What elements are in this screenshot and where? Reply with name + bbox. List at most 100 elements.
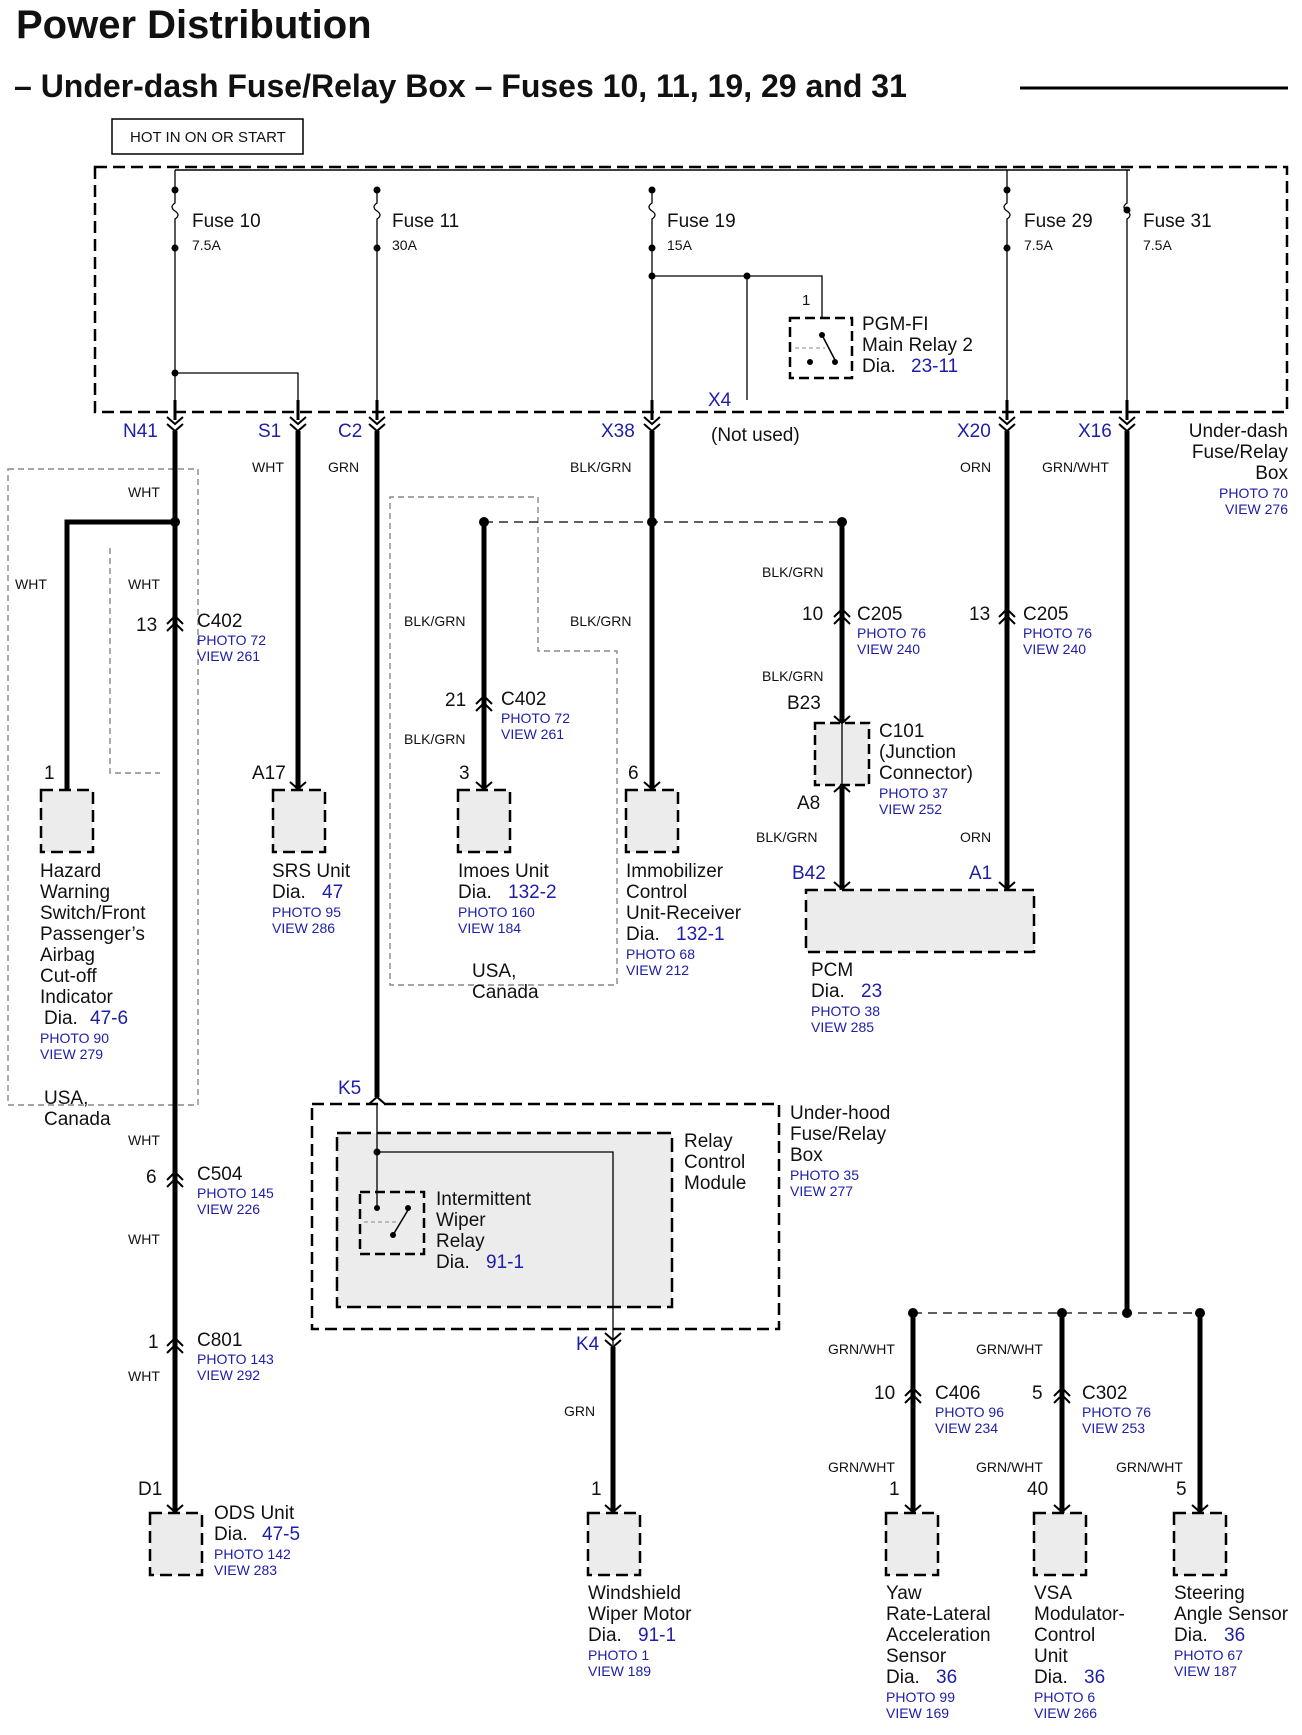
wc-yaw-b: GRN/WHT <box>828 1459 895 1475</box>
wc-imoes-a: BLK/GRN <box>404 613 465 629</box>
svg-text:Box: Box <box>790 1145 823 1166</box>
term-x38: X38 <box>601 421 635 442</box>
imoes-pin: 3 <box>459 763 470 784</box>
svg-text:PHOTO 142: PHOTO 142 <box>214 1546 291 1562</box>
svg-text:Rate-Lateral: Rate-Lateral <box>886 1604 991 1625</box>
fuse-10-label: Fuse 10 <box>192 211 261 232</box>
wc-x20-b: ORN <box>960 829 991 845</box>
rcm-line1: Relay <box>684 1131 733 1152</box>
svg-text:Control: Control <box>1034 1625 1095 1646</box>
wc-x16: GRN/WHT <box>1042 459 1109 475</box>
s1-branch <box>175 372 299 400</box>
term-c2: C2 <box>338 421 362 442</box>
yaw-label: Yaw Rate-Lateral Acceleration Sensor Dia… <box>886 1583 991 1721</box>
term-b23: B23 <box>787 693 821 714</box>
svg-text:Dia.: Dia. <box>1174 1625 1208 1646</box>
yaw-pin: 1 <box>889 1479 900 1500</box>
term-s1: S1 <box>258 421 281 442</box>
c101-view: VIEW 252 <box>879 801 942 817</box>
svg-text:Immobilizer: Immobilizer <box>626 861 724 882</box>
fuse-29-rating: 7.5A <box>1024 237 1053 253</box>
svg-text:Windshield: Windshield <box>588 1583 681 1604</box>
term-a1: A1 <box>969 863 992 884</box>
c205-13-photo: PHOTO 76 <box>1023 625 1092 641</box>
c205-10-name: C205 <box>857 604 902 625</box>
term-a8: A8 <box>797 793 820 814</box>
c402-21-pin: 21 <box>445 690 466 711</box>
svg-text:PHOTO 70: PHOTO 70 <box>1219 485 1288 501</box>
term-x4: X4 <box>708 390 732 411</box>
intermittent-wiper-relay <box>358 1190 426 1256</box>
svg-text:Control: Control <box>626 882 687 903</box>
supply-label-box <box>111 118 304 155</box>
term-a17: A17 <box>252 763 286 784</box>
wiper-relay-line1: Intermittent <box>436 1189 532 1210</box>
region-canada-1: Canada <box>44 1109 111 1130</box>
svg-text:PHOTO 67: PHOTO 67 <box>1174 1647 1243 1663</box>
c504-pin: 6 <box>146 1167 157 1188</box>
c406-view: VIEW 234 <box>935 1420 998 1436</box>
wiper-motor-pin: 1 <box>591 1479 602 1500</box>
rcm-line3: Module <box>684 1173 746 1194</box>
wc-k4: GRN <box>564 1403 595 1419</box>
svg-text:Under-hood: Under-hood <box>790 1103 890 1124</box>
c406-name: C406 <box>935 1383 980 1404</box>
c406-pin: 10 <box>874 1383 895 1404</box>
wiper-relay-dia-ref: 91-1 <box>486 1252 524 1273</box>
pcm-label: PCM Dia. 23 PHOTO 38 VIEW 285 <box>811 960 882 1035</box>
c504-name: C504 <box>197 1164 243 1185</box>
wc-pcm-a: BLK/GRN <box>762 564 823 580</box>
c205-13-view: VIEW 240 <box>1023 641 1086 657</box>
underdash-fuse-box <box>93 165 1289 414</box>
c402-13-view: VIEW 261 <box>197 648 260 664</box>
pgm-fi-relay: 1 <box>788 292 854 380</box>
c205-13-name: C205 <box>1023 604 1068 625</box>
c205-10-pin: 10 <box>802 604 823 625</box>
svg-text:Dia.: Dia. <box>811 981 845 1002</box>
svg-text:VIEW 169: VIEW 169 <box>886 1705 949 1721</box>
fuse-31-rating: 7.5A <box>1143 237 1172 253</box>
c801-view: VIEW 292 <box>197 1367 260 1383</box>
svg-text:36: 36 <box>936 1667 957 1688</box>
wire-hazard <box>64 519 175 790</box>
svg-text:VIEW 285: VIEW 285 <box>811 1019 874 1035</box>
c205-10-photo: PHOTO 76 <box>857 625 926 641</box>
c302-photo: PHOTO 76 <box>1082 1404 1151 1420</box>
svg-text:Sensor: Sensor <box>886 1646 947 1667</box>
svg-text:PHOTO 68: PHOTO 68 <box>626 946 695 962</box>
fuse-19-rating: 15A <box>667 237 693 253</box>
region-usa-1: USA, <box>44 1088 88 1109</box>
fuse-11-label: Fuse 11 <box>392 211 459 232</box>
svg-text:Dia.: Dia. <box>886 1667 920 1688</box>
steering-sensor-box <box>1172 1511 1228 1577</box>
pgm-relay-pin: 1 <box>802 292 810 309</box>
svg-text:PCM: PCM <box>811 960 853 981</box>
svg-text:PHOTO 160: PHOTO 160 <box>458 904 535 920</box>
c402-13-name: C402 <box>197 611 242 632</box>
c101-line3: Connector) <box>879 763 973 784</box>
hazard-pin: 1 <box>44 763 55 784</box>
wc-x38: BLK/GRN <box>570 459 631 475</box>
wc-vsa-a: GRN/WHT <box>976 1341 1043 1357</box>
svg-text:Unit-Receiver: Unit-Receiver <box>626 903 742 924</box>
underhood-fuse-box <box>310 1102 781 1331</box>
c504-view: VIEW 226 <box>197 1201 260 1217</box>
svg-text:VSA: VSA <box>1034 1583 1072 1604</box>
immob-label: Immobilizer Control Unit-Receiver Dia. 1… <box>626 861 742 978</box>
svg-text:Passenger’s: Passenger’s <box>40 924 145 945</box>
svg-text:47-6: 47-6 <box>90 1008 128 1029</box>
wc-c504-b: WHT <box>128 1231 160 1247</box>
imoes-unit-box <box>456 788 512 854</box>
c801-name: C801 <box>197 1330 242 1351</box>
svg-text:VIEW 277: VIEW 277 <box>790 1183 853 1199</box>
steer-pin: 5 <box>1176 1479 1187 1500</box>
fuse-29 <box>1003 170 1011 400</box>
rcm-line2: Control <box>684 1152 745 1173</box>
imoes-label: Imoes Unit Dia. 132-2 PHOTO 160 VIEW 184 <box>458 861 557 936</box>
term-d1: D1 <box>138 1479 162 1500</box>
underhood-box-label: Under-hood Fuse/Relay Box PHOTO 35 VIEW … <box>790 1103 890 1199</box>
wc-pcm-b: BLK/GRN <box>762 668 823 684</box>
svg-text:Modulator-: Modulator- <box>1034 1604 1125 1625</box>
term-k4: K4 <box>576 1334 600 1355</box>
